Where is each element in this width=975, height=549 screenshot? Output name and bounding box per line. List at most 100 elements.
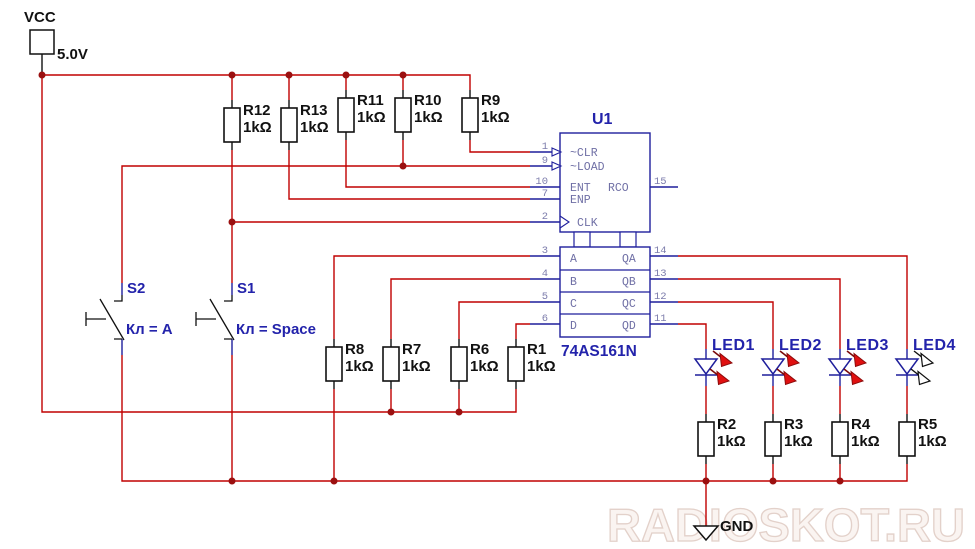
resistor-name: R5 bbox=[918, 416, 937, 433]
gnd-symbol[interactable]: GND bbox=[692, 518, 754, 542]
resistor-R12[interactable]: R12 1kΩ bbox=[223, 102, 272, 143]
resistor-R13[interactable]: R13 1kΩ bbox=[280, 102, 329, 143]
pin-label-qd: QD bbox=[622, 320, 636, 333]
resistor-R7[interactable]: R7 1kΩ bbox=[382, 341, 431, 382]
switch-S1[interactable]: S1 Кл = Space bbox=[195, 280, 316, 341]
pin-label-ent: ENT bbox=[570, 182, 591, 195]
resistor-body bbox=[764, 421, 782, 457]
switch-key-label: Кл = Space bbox=[236, 321, 316, 338]
resistor-name: R3 bbox=[784, 416, 803, 433]
vcc-box-icon bbox=[29, 29, 55, 55]
pin-number: 9 bbox=[542, 155, 548, 167]
resistor-value: 1kΩ bbox=[851, 433, 880, 450]
watermark: RADIOSKOT.RU bbox=[607, 499, 965, 549]
led-LED3[interactable]: LED3 bbox=[828, 337, 889, 386]
switch-contact-icon bbox=[85, 295, 125, 341]
ic-ref: U1 bbox=[592, 111, 613, 128]
pin-number: 10 bbox=[535, 176, 548, 188]
resistor-body bbox=[461, 97, 479, 133]
resistor-body bbox=[325, 346, 343, 382]
pin-label-enp: ENP bbox=[570, 194, 591, 207]
resistor-R5[interactable]: R5 1kΩ bbox=[898, 416, 947, 457]
led-name: LED2 bbox=[779, 337, 822, 354]
resistor-R10[interactable]: R10 1kΩ bbox=[394, 92, 443, 133]
resistor-value: 1kΩ bbox=[918, 433, 947, 450]
pin-number: 14 bbox=[654, 245, 667, 257]
ic-u1[interactable]: U1 1 9 10 7 2 3 4 5 6 15 14 13 12 11 ~CL… bbox=[535, 111, 666, 360]
led-LED4[interactable]: LED4 bbox=[895, 337, 956, 386]
led-LED2[interactable]: LED2 bbox=[761, 337, 822, 386]
pin-label-d: D bbox=[570, 320, 577, 333]
switch-S2[interactable]: S2 Кл = A bbox=[85, 280, 173, 341]
pin-label-qb: QB bbox=[622, 276, 636, 289]
resistor-value: 1kΩ bbox=[357, 109, 386, 126]
resistor-value: 1kΩ bbox=[470, 358, 499, 375]
resistor-name: R11 bbox=[357, 92, 384, 109]
resistor-name: R8 bbox=[345, 341, 364, 358]
pin-number: 6 bbox=[542, 313, 548, 325]
resistor-body bbox=[394, 97, 412, 133]
resistor-body bbox=[697, 421, 715, 457]
switch-contact-icon bbox=[195, 295, 235, 341]
resistor-R6[interactable]: R6 1kΩ bbox=[450, 341, 499, 382]
pin-number: 1 bbox=[542, 141, 548, 153]
vcc-value: 5.0V bbox=[57, 46, 88, 63]
resistor-R4[interactable]: R4 1kΩ bbox=[831, 416, 880, 457]
pin-label-qc: QC bbox=[622, 298, 636, 311]
resistor-value: 1kΩ bbox=[717, 433, 746, 450]
pin-label-load: ~LOAD bbox=[570, 161, 605, 174]
resistor-value: 1kΩ bbox=[243, 119, 272, 136]
resistor-R8[interactable]: R8 1kΩ bbox=[325, 341, 374, 382]
pin-number: 2 bbox=[542, 211, 548, 223]
vcc-power-symbol[interactable]: VCC 5.0V bbox=[24, 9, 88, 63]
resistor-name: R2 bbox=[717, 416, 736, 433]
switch-name: S1 bbox=[237, 280, 255, 297]
led-name: LED4 bbox=[913, 337, 956, 354]
resistor-R2[interactable]: R2 1kΩ bbox=[697, 416, 746, 457]
ic-part-number: 74AS161N bbox=[561, 343, 637, 360]
resistor-body bbox=[223, 107, 241, 143]
resistor-body bbox=[450, 346, 468, 382]
resistor-body bbox=[898, 421, 916, 457]
resistor-body bbox=[831, 421, 849, 457]
ic-tab bbox=[573, 231, 591, 248]
pin-number: 5 bbox=[542, 291, 548, 303]
led-LED1[interactable]: LED1 bbox=[694, 337, 755, 386]
red-wires bbox=[41, 74, 908, 526]
pin-number: 3 bbox=[542, 245, 548, 257]
resistor-body bbox=[382, 346, 400, 382]
resistor-name: R6 bbox=[470, 341, 489, 358]
resistor-value: 1kΩ bbox=[481, 109, 510, 126]
resistor-R3[interactable]: R3 1kΩ bbox=[764, 416, 813, 457]
gnd-label: GND bbox=[720, 518, 754, 535]
pin-number: 15 bbox=[654, 176, 667, 188]
vcc-label: VCC bbox=[24, 9, 56, 26]
resistor-R9[interactable]: R9 1kΩ bbox=[461, 92, 510, 133]
resistor-body bbox=[280, 107, 298, 143]
input-arrow-icon bbox=[551, 147, 563, 157]
component-leads bbox=[41, 54, 908, 464]
pin-number: 13 bbox=[654, 268, 667, 280]
ic-tab bbox=[619, 231, 637, 248]
pin-label-c: C bbox=[570, 298, 577, 311]
clock-wedge-icon bbox=[559, 215, 570, 229]
junction-dots bbox=[38, 71, 844, 485]
resistor-name: R13 bbox=[300, 102, 328, 119]
resistor-value: 1kΩ bbox=[784, 433, 813, 450]
ic-body-upper bbox=[559, 132, 651, 233]
pin-label-clk: CLK bbox=[577, 217, 598, 230]
pin-number: 7 bbox=[542, 188, 548, 200]
resistor-value: 1kΩ bbox=[414, 109, 443, 126]
switch-name: S2 bbox=[127, 280, 145, 297]
resistor-R11[interactable]: R11 1kΩ bbox=[337, 92, 386, 133]
resistor-value: 1kΩ bbox=[402, 358, 431, 375]
pin-label-rco: RCO bbox=[608, 182, 629, 195]
resistor-value: 1kΩ bbox=[345, 358, 374, 375]
resistor-R1[interactable]: R1 1kΩ bbox=[507, 341, 556, 382]
led-name: LED3 bbox=[846, 337, 889, 354]
wire-layer bbox=[38, 54, 908, 526]
pin-label-clr: ~CLR bbox=[570, 147, 598, 160]
resistor-name: R4 bbox=[851, 416, 871, 433]
